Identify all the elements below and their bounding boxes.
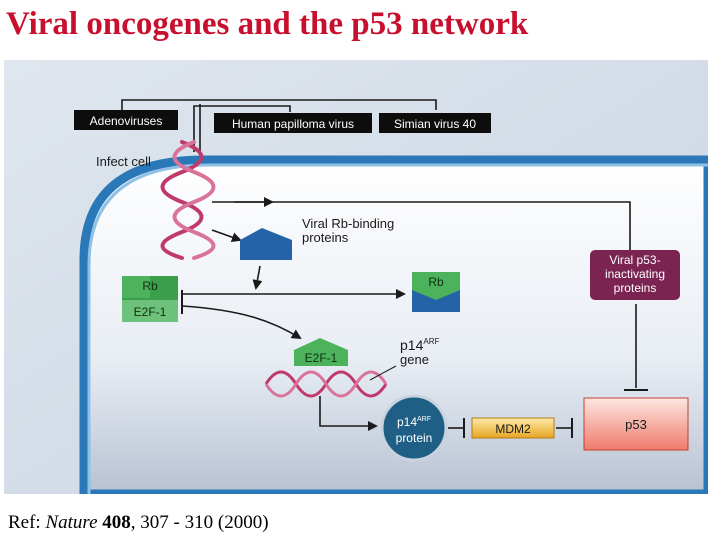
- p14arf-gene-dna: [264, 370, 388, 398]
- svg-text:E2F-1: E2F-1: [305, 351, 338, 365]
- free-rb-protein: Rb: [412, 272, 460, 312]
- infect-cell-label: Infect cell: [96, 154, 151, 169]
- svg-text:gene: gene: [400, 352, 429, 367]
- virus-label-human-papilloma: Human papilloma virus: [214, 113, 372, 133]
- svg-text:MDM2: MDM2: [495, 422, 531, 436]
- svg-text:Rb: Rb: [142, 279, 158, 293]
- rb-binding-label-line1: Viral Rb-binding: [302, 216, 394, 231]
- virus-label-adenoviruses: Adenoviruses: [74, 110, 178, 130]
- reference-prefix: Ref:: [8, 512, 46, 533]
- rb-e2f1-complex: Rb E2F-1: [122, 276, 178, 322]
- svg-text:p53: p53: [625, 417, 647, 432]
- pathway-line-to-p53-inhibitor: [212, 201, 631, 250]
- gene-label-leader: [369, 365, 397, 381]
- svg-text:Simian virus 40: Simian virus 40: [394, 117, 476, 131]
- virus-connector-lines: [121, 99, 437, 152]
- viral-rb-binding-protein-shape: [240, 228, 292, 260]
- mdm2-protein: MDM2: [471, 417, 555, 439]
- svg-text:p14ARF: p14ARF: [397, 415, 431, 429]
- reference-pages: , 307 - 310 (2000): [130, 512, 269, 533]
- svg-text:protein: protein: [396, 431, 433, 445]
- arrow-to-free-e2f1: [181, 305, 302, 340]
- rb-binding-label-line2: proteins: [302, 230, 349, 245]
- svg-text:Adenoviruses: Adenoviruses: [90, 114, 163, 128]
- reference-citation: Ref: Nature 408, 307 - 310 (2000): [8, 512, 269, 534]
- slide-title: Viral oncogenes and the p53 network: [6, 6, 529, 42]
- svg-text:Viral p53-: Viral p53-: [609, 253, 660, 267]
- p53-network-diagram: Adenoviruses Human papilloma virus Simia…: [4, 60, 708, 494]
- arrow-to-rb-binding: [211, 229, 242, 243]
- p53-protein: p53: [583, 397, 689, 451]
- viral-p53-inactivating-proteins: Viral p53- inactivating proteins: [590, 250, 680, 300]
- svg-text:inactivating: inactivating: [605, 267, 665, 281]
- reference-volume: 408: [102, 512, 131, 533]
- svg-text:proteins: proteins: [614, 281, 657, 295]
- reference-journal: Nature: [45, 512, 98, 533]
- arrow-gene-to-protein: [319, 396, 378, 431]
- svg-text:Human papilloma virus: Human papilloma virus: [232, 117, 354, 131]
- arrow-to-rb-complex: [252, 265, 263, 290]
- svg-text:E2F-1: E2F-1: [134, 305, 167, 319]
- p14arf-gene-label: p14ARF gene: [400, 337, 439, 367]
- p14arf-protein: p14ARF protein: [380, 394, 448, 462]
- virus-label-simian-40: Simian virus 40: [379, 113, 491, 133]
- svg-text:p14ARF: p14ARF: [400, 337, 439, 353]
- viral-dna-helix: [160, 140, 216, 260]
- svg-text:Rb: Rb: [428, 275, 444, 289]
- free-e2f1-protein: E2F-1: [294, 338, 348, 366]
